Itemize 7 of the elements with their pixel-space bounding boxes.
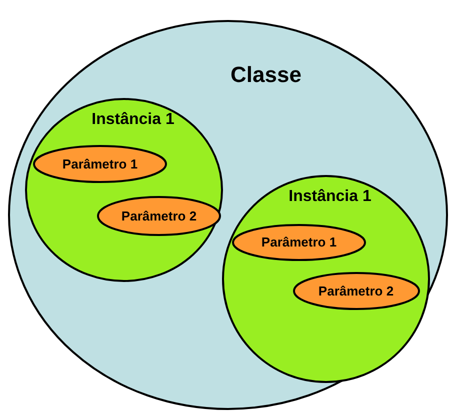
- class-title: Classe: [230, 62, 302, 88]
- instance-title: Instância 1: [288, 188, 372, 206]
- parameter-label: Parâmetro 1: [62, 156, 138, 172]
- parameter-label: Parâmetro 1: [261, 234, 337, 250]
- instance-title: Instância 1: [92, 111, 174, 129]
- parameter-label: Parâmetro 2: [121, 208, 197, 224]
- parameter-label: Parâmetro 2: [318, 284, 394, 298]
